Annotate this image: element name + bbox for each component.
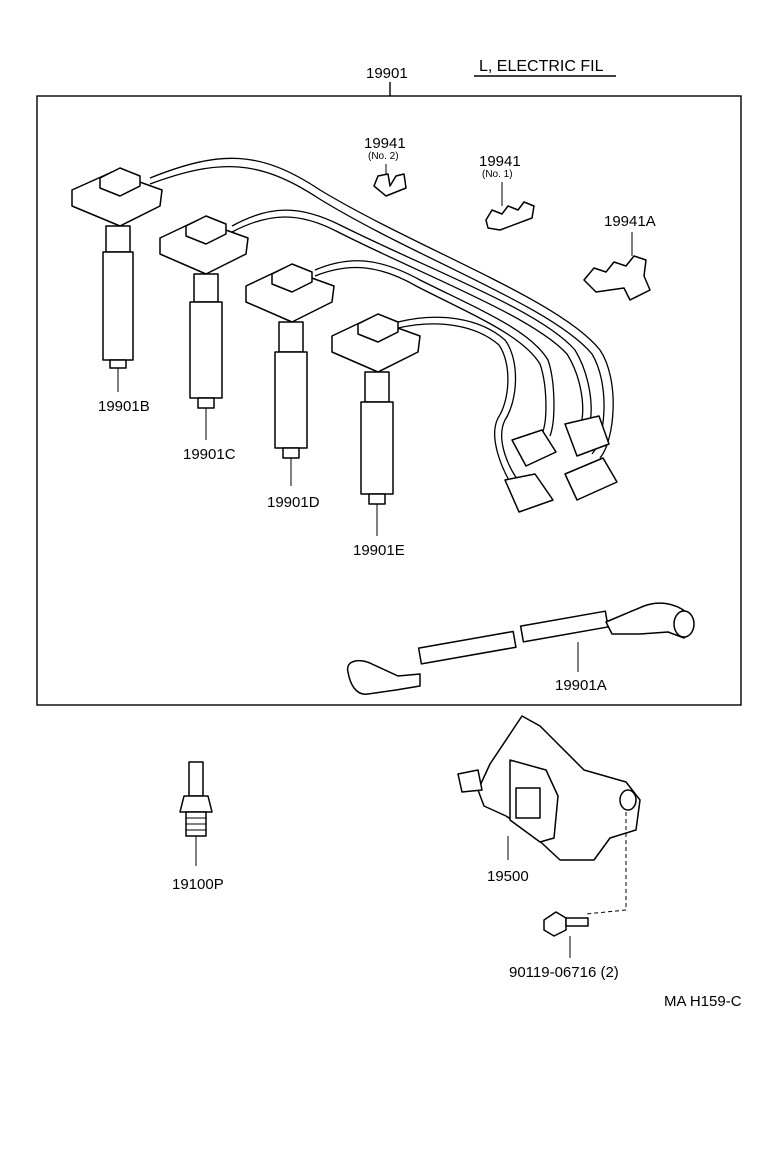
- label-spark-plug: 19100P: [172, 876, 224, 893]
- label-clamp-no2-sub: (No. 2): [368, 151, 399, 162]
- label-cord-e: 19901E: [353, 542, 405, 559]
- label-cord-a: 19901A: [555, 677, 607, 694]
- label-clamp-no2: 19941: [364, 135, 406, 152]
- spark-plug-icon: [179, 761, 213, 866]
- cord-e-icon: [331, 313, 421, 536]
- assembly-frame: [36, 95, 742, 706]
- figure-id: MA H159-C: [664, 993, 742, 1010]
- label-clamp-no1-sub: (No. 1): [482, 169, 513, 180]
- cord-clamp-no1-icon: [485, 182, 535, 231]
- label-coil: 19500: [487, 868, 529, 885]
- cord-clamp-no2-icon: [373, 164, 407, 197]
- label-bolt: 90119-06716 (2): [509, 964, 619, 981]
- label-cord-c: 19901C: [183, 446, 236, 463]
- label-assembly: 19901: [366, 65, 408, 82]
- plug-boots: [504, 415, 618, 513]
- bolt-icon: [543, 911, 589, 958]
- label-clamp-no1: 19941: [479, 153, 521, 170]
- cord-b-icon: [71, 167, 163, 392]
- cord-wires: [149, 157, 614, 483]
- cord-c-icon: [159, 215, 249, 440]
- label-cord-d: 19901D: [267, 494, 320, 511]
- cord-a-icon: [346, 602, 695, 695]
- label-cord-b: 19901B: [98, 398, 150, 415]
- cord-d-icon: [245, 263, 335, 486]
- cord-clamp-a-icon: [583, 232, 651, 301]
- label-clamp-a: 19941A: [604, 213, 656, 230]
- header-title: L, ELECTRIC FIL: [479, 58, 604, 75]
- ignition-coil-icon: [457, 715, 641, 915]
